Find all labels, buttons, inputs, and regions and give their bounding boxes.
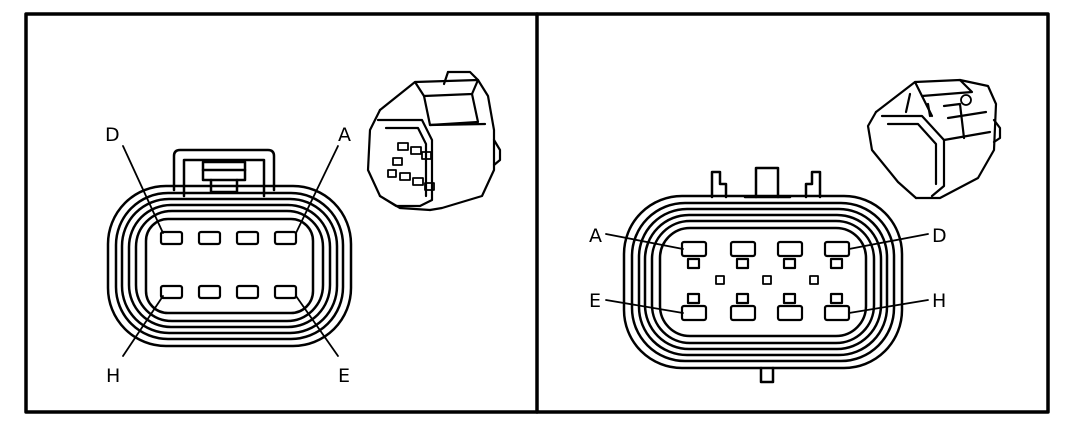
left-connector-face — [106, 145, 353, 357]
left-leader-lines — [122, 145, 339, 357]
right-connector-face — [605, 166, 929, 384]
right-label-bottom-right: H — [932, 290, 946, 312]
right-label-top-right: D — [932, 225, 947, 247]
left-label-top-left: D — [105, 124, 120, 146]
right-label-bottom-left: E — [589, 290, 601, 312]
right-terminal-cavities — [680, 240, 851, 322]
left-label-bottom-left: H — [106, 365, 120, 387]
right-connector-isometric-view — [866, 78, 1002, 200]
left-terminal-cavities — [159, 230, 298, 300]
left-label-top-right: A — [338, 124, 351, 146]
right-leader-lines — [605, 233, 929, 314]
left-label-bottom-right: E — [338, 365, 350, 387]
right-label-top-left: A — [589, 225, 602, 247]
left-connector-isometric-view — [366, 70, 502, 212]
